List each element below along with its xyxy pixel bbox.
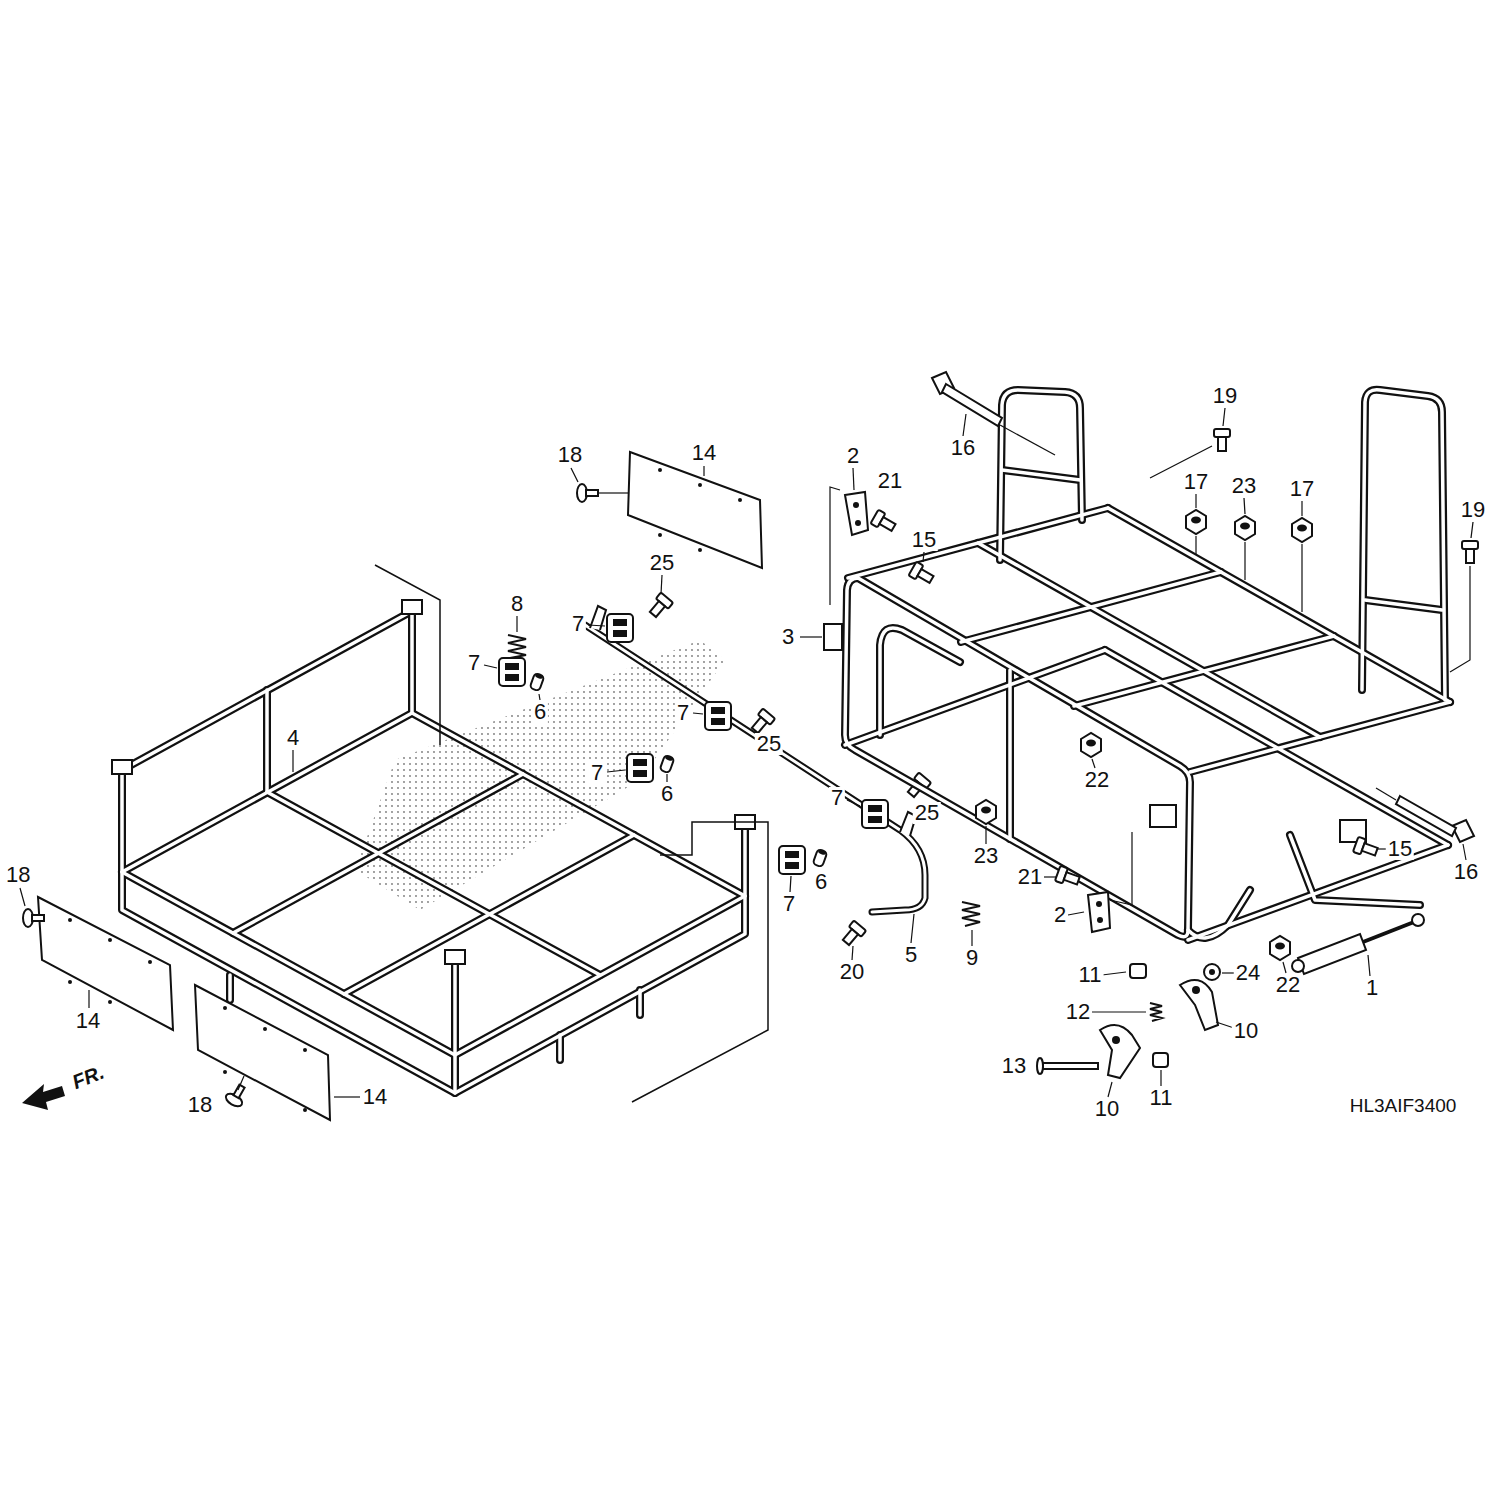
callout-number: 9 bbox=[964, 947, 980, 969]
callout-number: 6 bbox=[813, 871, 829, 893]
callout-number: 7 bbox=[466, 652, 482, 674]
callout-number: 14 bbox=[361, 1086, 389, 1108]
callout-number: 5 bbox=[903, 944, 919, 966]
callout-number: 2 bbox=[1052, 904, 1068, 926]
callout-number: 19 bbox=[1211, 385, 1239, 407]
callout-number: 2 bbox=[845, 445, 861, 467]
drawing-code: HL3AIF3400 bbox=[1348, 1096, 1459, 1115]
callout-number: 8 bbox=[509, 593, 525, 615]
callout-number: 19 bbox=[1459, 499, 1487, 521]
callout-number: 10 bbox=[1232, 1020, 1260, 1042]
callout-number: 7 bbox=[829, 787, 845, 809]
callout-number: 21 bbox=[1016, 866, 1044, 888]
callout-number: 20 bbox=[838, 961, 866, 983]
callout-number: 11 bbox=[1077, 964, 1104, 986]
callout-number: 23 bbox=[972, 845, 1000, 867]
callout-number: 6 bbox=[659, 783, 675, 805]
direction-label: FR. bbox=[67, 1061, 108, 1093]
callout-number: 10 bbox=[1093, 1098, 1121, 1120]
callout-number: 7 bbox=[589, 762, 605, 784]
callout-number: 25 bbox=[913, 802, 941, 824]
callout-number: 11 bbox=[1148, 1087, 1175, 1109]
callout-number: 14 bbox=[74, 1010, 102, 1032]
callout-number: 3 bbox=[780, 626, 796, 648]
callout-number: 1 bbox=[1364, 977, 1380, 999]
callout-number: 21 bbox=[876, 470, 904, 492]
callout-number: 16 bbox=[949, 437, 977, 459]
callout-number: 24 bbox=[1234, 962, 1262, 984]
callout-number: 14 bbox=[690, 442, 718, 464]
callout-number: 4 bbox=[285, 727, 301, 749]
callout-number: 6 bbox=[532, 701, 548, 723]
callout-number: 18 bbox=[186, 1094, 214, 1116]
callout-number: 13 bbox=[1000, 1055, 1028, 1077]
callout-number: 12 bbox=[1064, 1001, 1092, 1023]
callout-number: 15 bbox=[910, 529, 938, 551]
callout-number: 25 bbox=[648, 552, 676, 574]
callout-number: 16 bbox=[1452, 861, 1480, 883]
callout-number: 22 bbox=[1083, 769, 1111, 791]
callout-number: 18 bbox=[556, 444, 584, 466]
callout-number: 23 bbox=[1230, 475, 1258, 497]
callout-number: 22 bbox=[1274, 974, 1302, 996]
callout-number: 17 bbox=[1288, 478, 1316, 500]
callout-number: 7 bbox=[781, 893, 797, 915]
callout-number: 25 bbox=[755, 733, 783, 755]
callout-number: 18 bbox=[4, 864, 32, 886]
callout-number: 15 bbox=[1386, 838, 1414, 860]
callout-number: 7 bbox=[570, 613, 586, 635]
callout-number: 17 bbox=[1182, 471, 1210, 493]
callout-number: 7 bbox=[675, 702, 691, 724]
